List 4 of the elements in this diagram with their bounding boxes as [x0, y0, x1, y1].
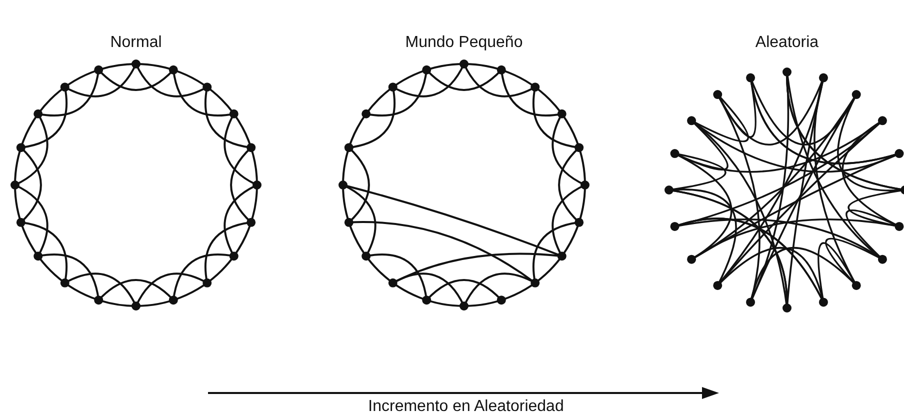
network-title: Normal — [110, 34, 162, 52]
network-title: Mundo Pequeño — [405, 34, 523, 52]
network-title: Aleatoria — [755, 34, 819, 52]
axis-caption: Incremento en Aleatoriedad — [368, 398, 564, 416]
